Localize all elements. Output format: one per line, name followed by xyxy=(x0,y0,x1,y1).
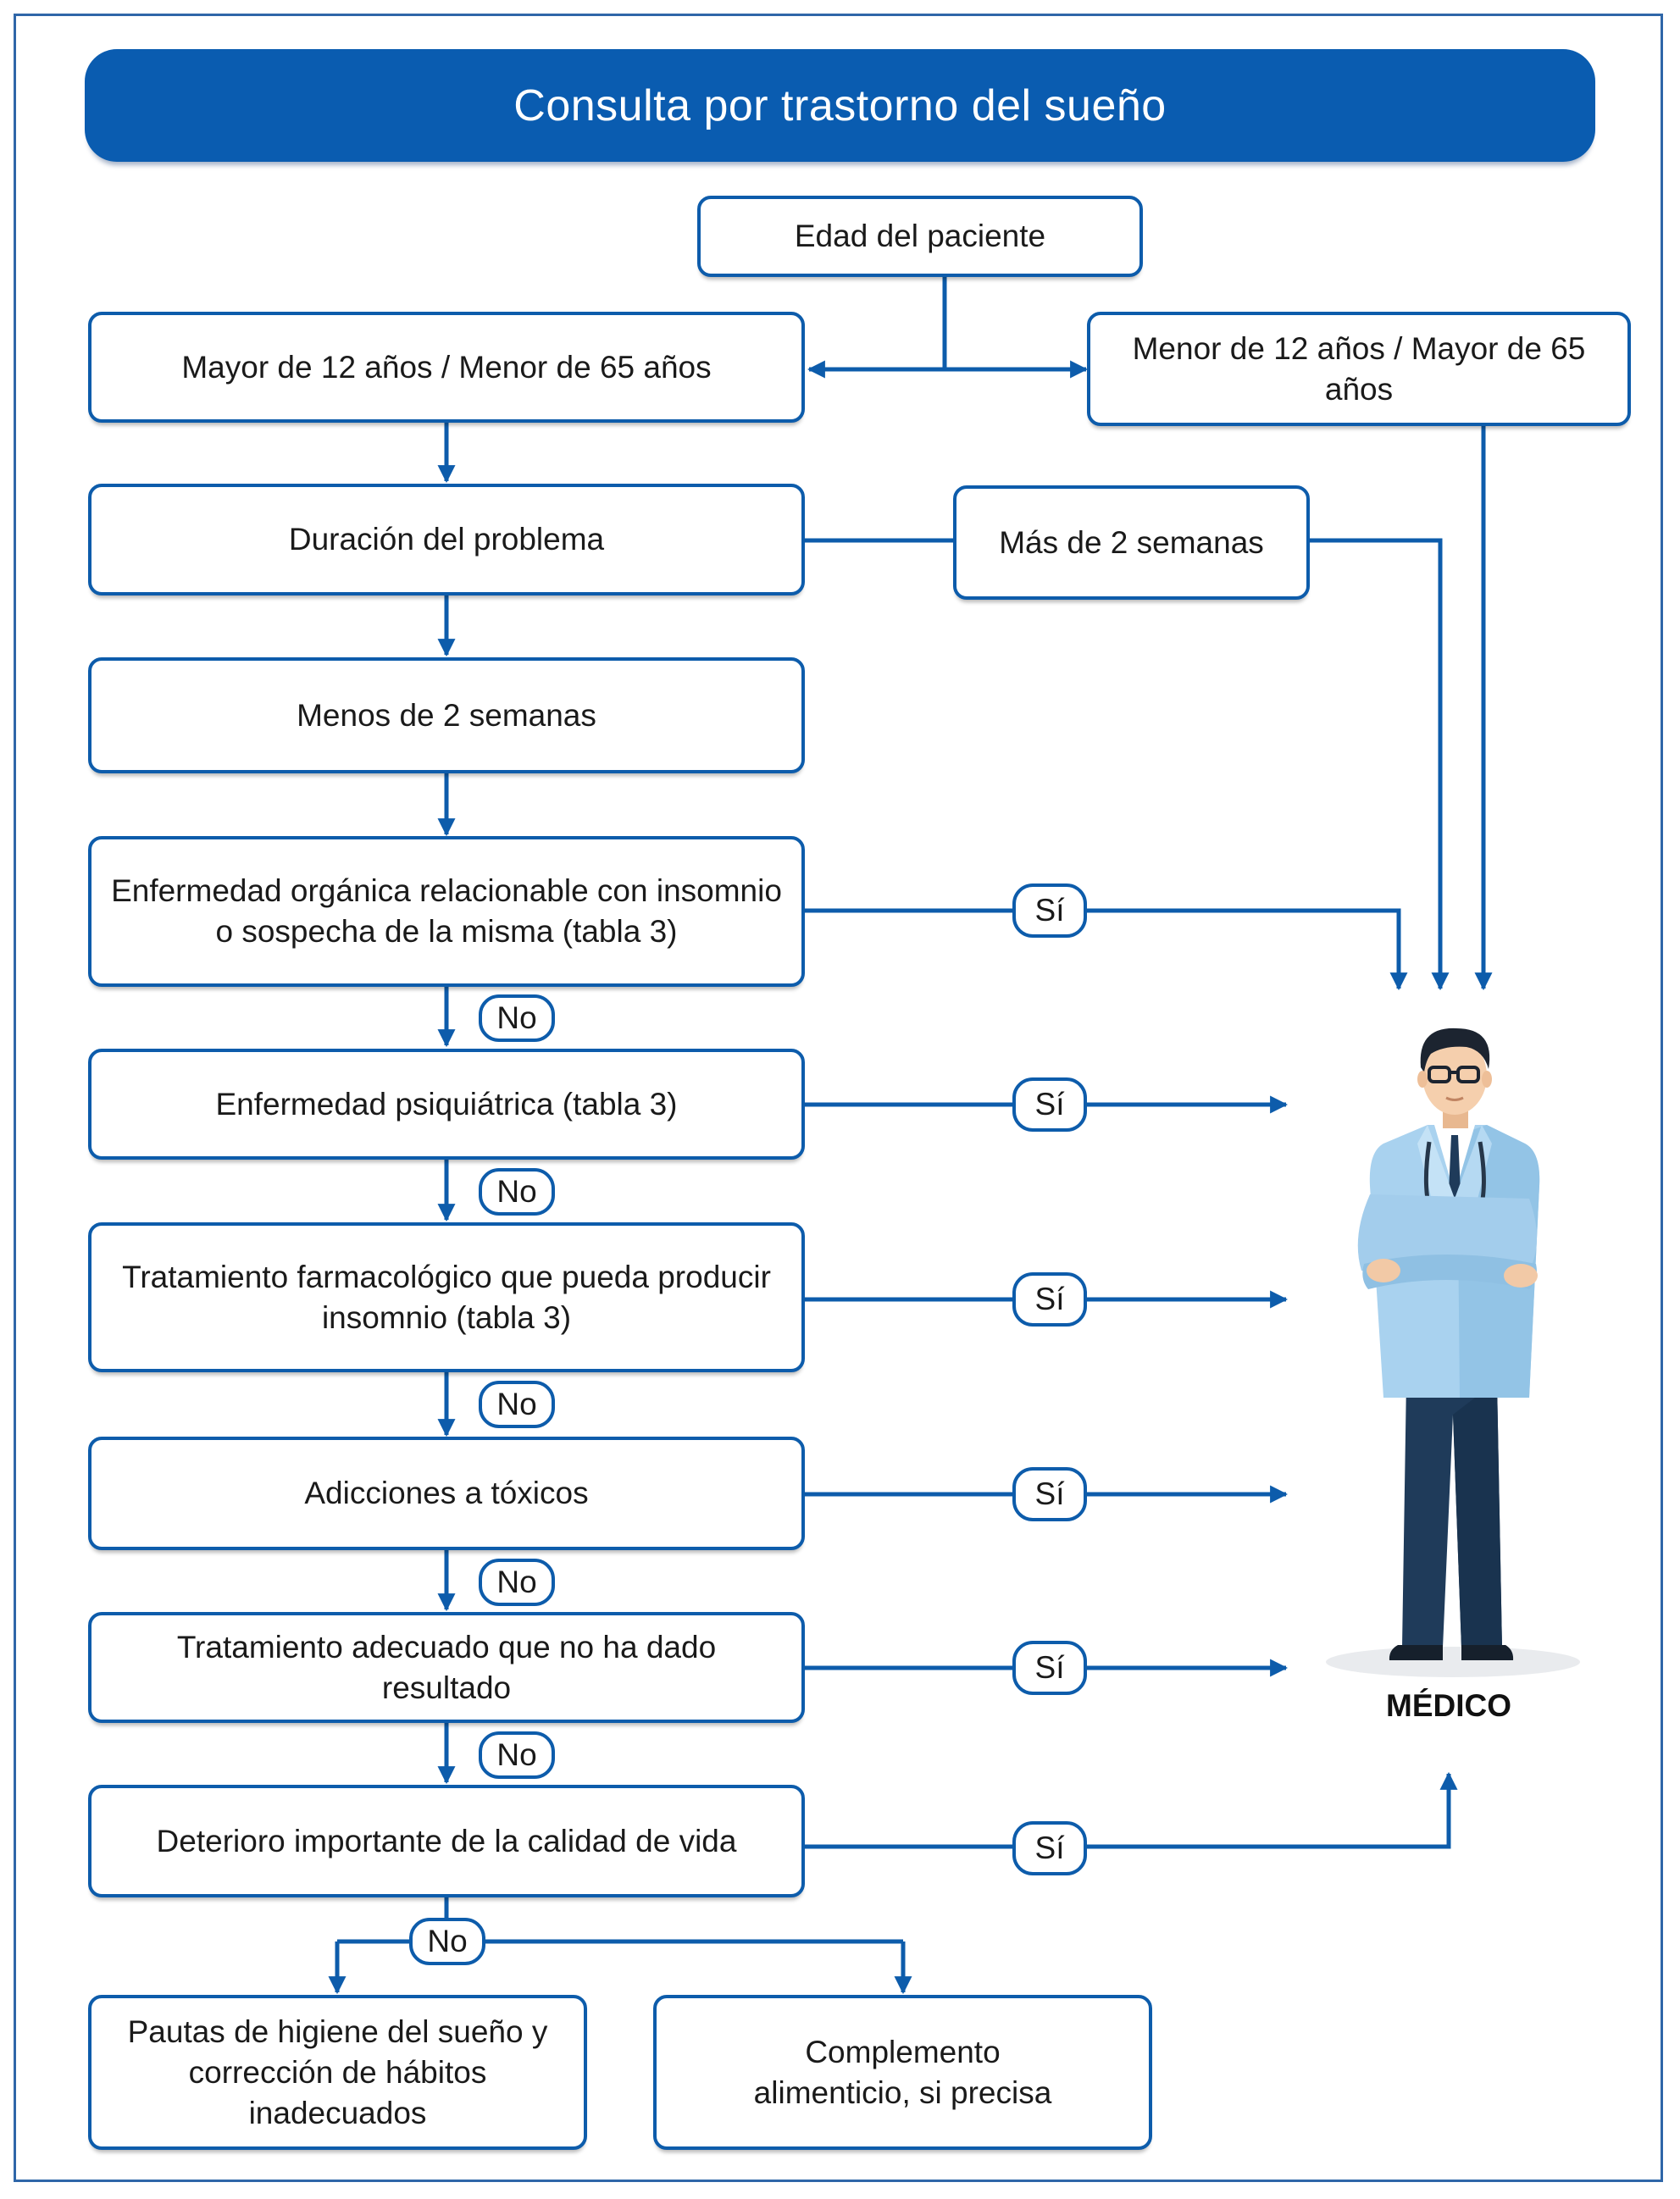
node-deterioro: Deterioro importante de la calidad de vi… xyxy=(88,1785,805,1897)
label-no-tratamiento: No xyxy=(479,1731,555,1779)
label-no-deterioro: No xyxy=(409,1918,485,1965)
node-adicciones: Adicciones a tóxicos xyxy=(88,1437,805,1550)
label-si-organica: Sí xyxy=(1012,883,1087,938)
arrow-mas2-to-doctor xyxy=(1307,538,1450,991)
node-menor12: Menor de 12 años / Mayor de 65 años xyxy=(1087,312,1631,426)
label-si-psiquiatrica: Sí xyxy=(1012,1077,1087,1132)
label-no-farmacologico: No xyxy=(479,1381,555,1428)
label-si-adicciones: Sí xyxy=(1012,1467,1087,1521)
node-pautas: Pautas de higiene del sueño y corrección… xyxy=(88,1995,587,2150)
page-frame xyxy=(14,14,1663,2182)
arrow-organica-to-doctor xyxy=(803,908,1408,991)
node-menos2: Menos de 2 semanas xyxy=(88,657,805,773)
label-no-adicciones: No xyxy=(479,1559,555,1606)
node-mayor12: Mayor de 12 años / Menor de 65 años xyxy=(88,312,805,423)
node-mas2: Más de 2 semanas xyxy=(953,485,1310,600)
node-psiquiatrica: Enfermedad psiquiátrica (tabla 3) xyxy=(88,1049,805,1160)
node-complemento: Complemento alimenticio, si precisa xyxy=(653,1995,1152,2150)
doctor-illustration xyxy=(1326,1027,1580,1677)
label-si-farmacologico: Sí xyxy=(1012,1272,1087,1327)
node-farmacologico: Tratamiento farmacológico que pueda prod… xyxy=(88,1222,805,1372)
label-no-psiquiatrica: No xyxy=(479,1168,555,1216)
label-no-organica: No xyxy=(479,994,555,1042)
node-organica: Enfermedad orgánica relacionable con ins… xyxy=(88,836,805,987)
diagram-title: Consulta por trastorno del sueño xyxy=(85,49,1595,162)
label-si-deterioro: Sí xyxy=(1012,1821,1087,1875)
node-edad: Edad del paciente xyxy=(697,196,1143,277)
doctor-label: MÉDICO xyxy=(1386,1688,1511,1723)
node-duracion: Duración del problema xyxy=(88,484,805,595)
arrow-deterioro-si xyxy=(803,1771,1458,1849)
node-tratamiento: Tratamiento adecuado que no ha dado resu… xyxy=(88,1612,805,1723)
label-si-tratamiento: Sí xyxy=(1012,1641,1087,1695)
